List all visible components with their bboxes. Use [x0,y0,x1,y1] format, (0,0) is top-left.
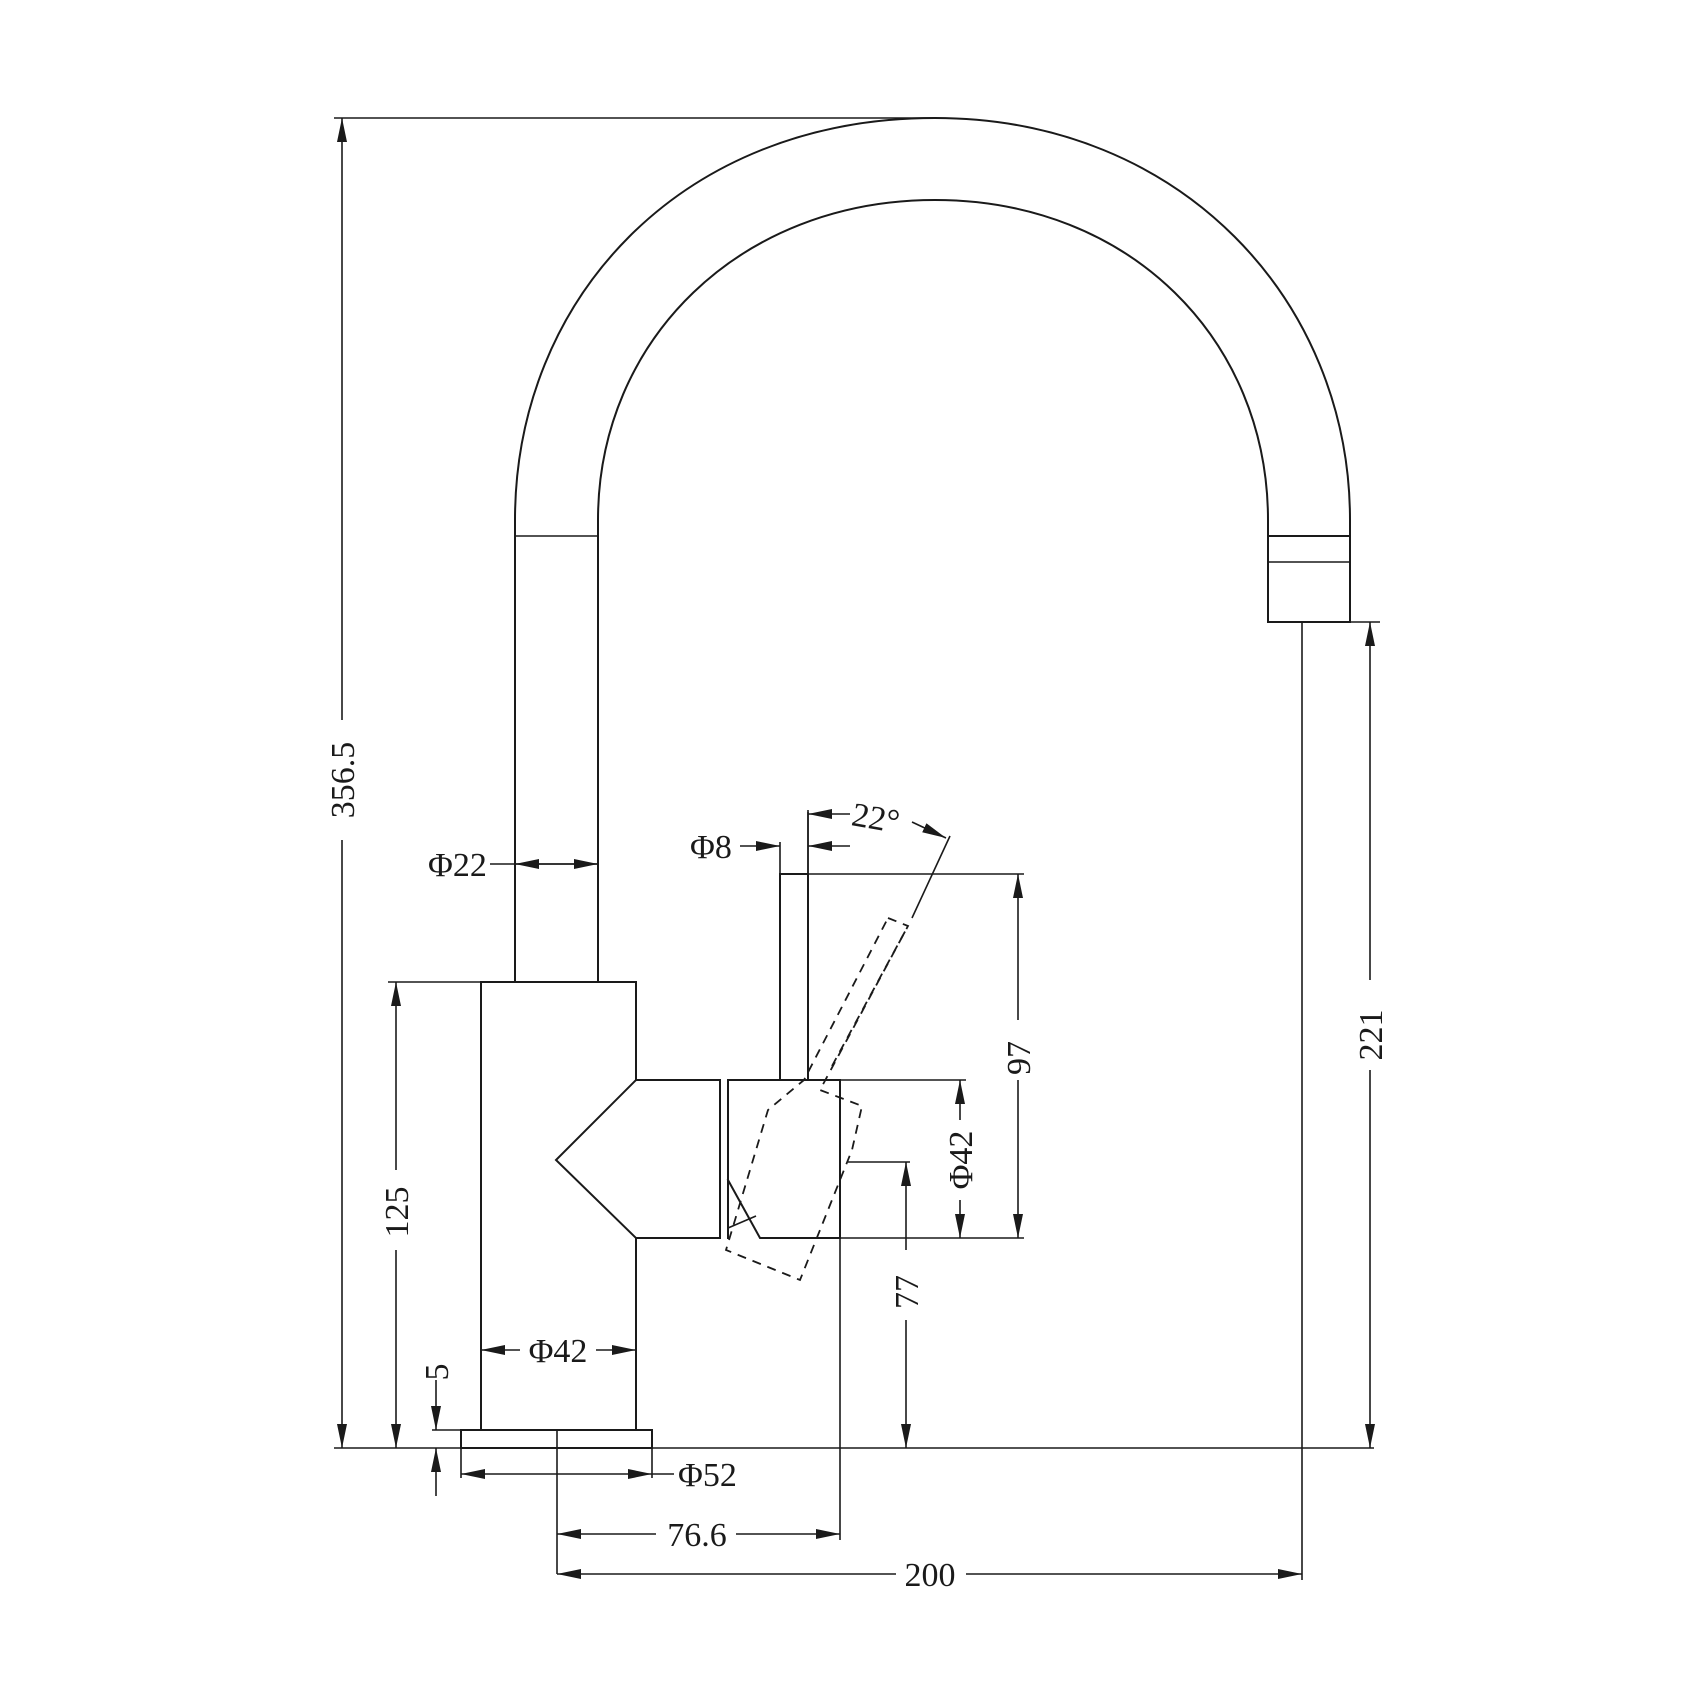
label-lever-angle: 22° [849,796,902,841]
handle-hub [726,1079,841,1239]
label-base-thickness: 5 [419,1364,456,1381]
label-base-diameter: Φ52 [678,1457,737,1494]
dimension-labels: 356.5 221 125 5 97 Φ42 77 Φ22 Φ8 22° Φ42… [325,720,1390,1594]
label-total-height: 356.5 [325,742,362,819]
label-lever-height: 97 [1001,1041,1038,1075]
spout-inner-arc [597,198,1269,537]
label-spout-reach: 200 [905,1557,956,1594]
dimension-lines [334,117,1380,1580]
label-pin-diameter: Φ8 [690,829,732,866]
label-pivot-height: 77 [889,1275,926,1309]
cartridge-cone [554,1078,638,1240]
lever-tilted-pin [831,925,909,1067]
spout-outer-arc [514,116,1351,537]
ext-angle-tilted [911,835,951,919]
label-body-height: 125 [379,1187,416,1238]
label-spout-diameter: Φ22 [428,847,487,884]
label-spout-height: 221 [1353,1010,1390,1061]
label-cartridge-diameter: Φ42 [943,1131,980,1190]
dim-angle-right [911,821,947,839]
aerator-tip [1267,535,1351,623]
handle-hub-arc [727,1215,757,1229]
label-lever-reach: 76.6 [667,1517,727,1554]
label-body-diameter: Φ42 [529,1333,588,1370]
